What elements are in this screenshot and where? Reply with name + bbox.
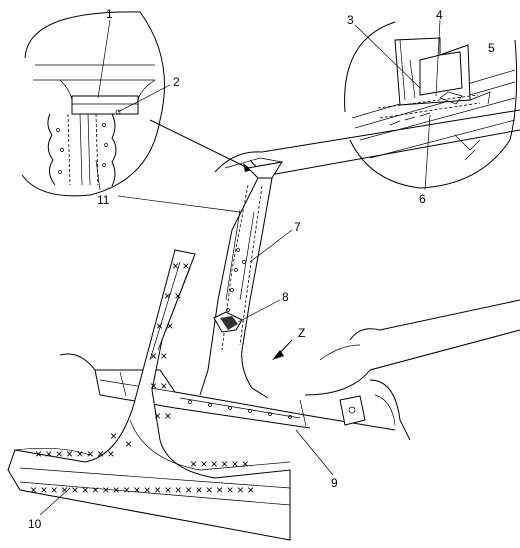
roof-section xyxy=(214,109,520,179)
callout-10: 10 xyxy=(28,517,42,531)
callout-1: 1 xyxy=(106,7,113,21)
svg-text:× ×: × × xyxy=(172,259,189,273)
callout-3: 3 xyxy=(347,13,354,27)
callout-6: 6 xyxy=(419,192,426,206)
callout-4: 4 xyxy=(436,8,443,22)
svg-text:× ×: × × xyxy=(156,319,173,333)
svg-text:× ×: × × xyxy=(164,289,181,303)
callout-7: 7 xyxy=(294,220,301,234)
svg-text:× ×: × × xyxy=(150,379,167,393)
svg-text:×: × xyxy=(110,429,117,443)
svg-text:× × × × × × × ×: × × × × × × × × xyxy=(35,447,114,461)
callout-11: 11 xyxy=(97,193,110,207)
callout-5: 5 xyxy=(488,41,495,55)
zoom-connector-line xyxy=(149,119,253,171)
center-pillar xyxy=(199,177,273,399)
svg-text:× ×: × × xyxy=(150,349,167,363)
callout-9: 9 xyxy=(331,476,338,490)
floor-rocker xyxy=(59,299,520,441)
svg-text:×: × xyxy=(125,437,132,451)
view-arrow-label: Z xyxy=(298,326,305,340)
svg-text:× × × × × ×: × × × × × × xyxy=(190,457,249,471)
callout-2: 2 xyxy=(173,75,180,89)
svg-text:× ×: × × xyxy=(154,409,171,423)
leader-lines xyxy=(39,19,441,516)
detail-circle-right xyxy=(344,21,518,189)
detail-circle-left xyxy=(21,11,165,197)
svg-text:× × × × × × × × × × × × × × ×: × × × × × × × × × × × × × × × × × × × × … xyxy=(30,483,254,497)
replacement-side-panel: × × × × × × × × × × × × × × × × × × × × … xyxy=(7,249,291,541)
spot-weld-marks: × × × × × × × × × × × × × × × × × × × × … xyxy=(30,259,254,497)
callout-8: 8 xyxy=(282,290,289,304)
view-direction-arrow: Z xyxy=(272,326,305,360)
